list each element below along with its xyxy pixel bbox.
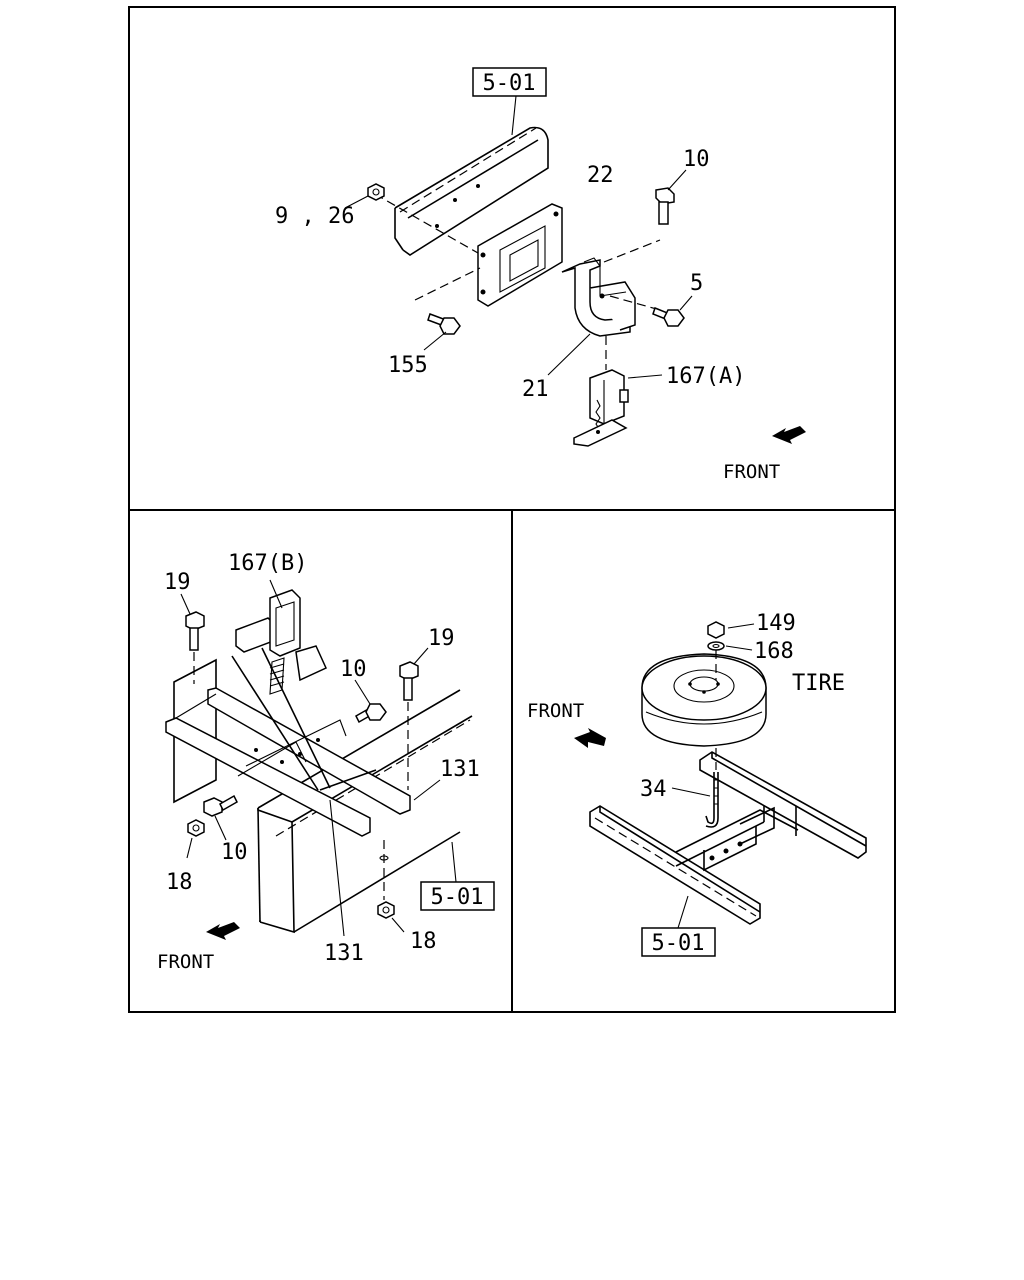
bolt-5-icon[interactable] <box>652 307 685 327</box>
label-5: 5 <box>690 271 703 296</box>
nut-9-26-icon[interactable] <box>367 183 385 201</box>
ref-box-5-01-bottom-right[interactable]: 5-01 <box>641 927 716 957</box>
bottom-right-panel: 5-01 149 168 TIRE 34 FRONT <box>527 611 867 957</box>
bolt-19-left-icon[interactable] <box>185 611 205 651</box>
bolt-10-lower-icon[interactable] <box>203 794 238 817</box>
frame-rails-bottom-right <box>589 751 867 925</box>
label-18-bottom: 18 <box>410 929 437 954</box>
spare-tire[interactable] <box>641 653 767 747</box>
ref-box-5-01-top[interactable]: 5-01 <box>472 67 547 97</box>
label-34: 34 <box>640 777 667 802</box>
label-131-bottom: 131 <box>324 941 364 966</box>
label-9-26: 9 , 26 <box>275 204 354 229</box>
washer-168-icon[interactable] <box>707 641 725 651</box>
cross-member-131[interactable] <box>165 687 411 837</box>
bolt-10-top-icon[interactable] <box>655 187 675 225</box>
label-19-right: 19 <box>428 626 455 651</box>
label-10: 10 <box>683 147 710 172</box>
label-155: 155 <box>388 353 428 378</box>
label-21: 21 <box>522 377 549 402</box>
hook-34[interactable] <box>705 748 719 828</box>
front-direction-arrow-icon <box>206 922 240 940</box>
bottom-left-panel: 5-01 167(B) 19 19 10 131 10 18 131 18 FR… <box>157 551 495 973</box>
panel-frames <box>128 6 896 1013</box>
bolt-10-upper-icon[interactable] <box>355 703 387 724</box>
label-168: 168 <box>754 639 794 664</box>
label-149: 149 <box>756 611 796 636</box>
frame-rail-top <box>394 126 549 256</box>
winch-167a[interactable] <box>573 336 629 447</box>
nut-18-left-icon[interactable] <box>187 819 205 837</box>
brace-bars <box>231 647 377 791</box>
label-131-right: 131 <box>440 757 480 782</box>
label-167b: 167(B) <box>228 551 307 576</box>
label-18-left: 18 <box>166 870 193 895</box>
mounting-plate <box>173 658 217 804</box>
label-22: 22 <box>587 163 614 188</box>
label-10-lower: 10 <box>221 840 248 865</box>
front-direction-arrow-icon <box>772 426 806 444</box>
ref-box-label: 5-01 <box>483 71 536 96</box>
bolt-155-icon[interactable] <box>427 313 461 335</box>
winch-167b[interactable] <box>235 589 327 695</box>
front-label-top: FRONT <box>723 461 780 483</box>
label-167a: 167(A) <box>666 364 745 389</box>
label-10-upper: 10 <box>340 657 367 682</box>
front-label-bottom-right: FRONT <box>527 700 584 722</box>
nut-18-bottom-icon[interactable] <box>377 901 395 919</box>
front-direction-arrow-icon <box>574 728 606 748</box>
bracket-21[interactable] <box>561 257 636 337</box>
nut-149-icon[interactable] <box>707 621 725 639</box>
ref-box-label: 5-01 <box>652 931 705 956</box>
front-label-bottom-left: FRONT <box>157 951 214 973</box>
top-panel: 5-01 <box>275 67 806 483</box>
bracket-22[interactable] <box>477 203 563 307</box>
label-19-left: 19 <box>164 570 191 595</box>
ref-box-5-01-bottom-left[interactable]: 5-01 <box>420 881 495 911</box>
ref-box-label: 5-01 <box>431 885 484 910</box>
bolt-19-right-icon[interactable] <box>399 661 419 701</box>
label-tire: TIRE <box>792 671 845 696</box>
